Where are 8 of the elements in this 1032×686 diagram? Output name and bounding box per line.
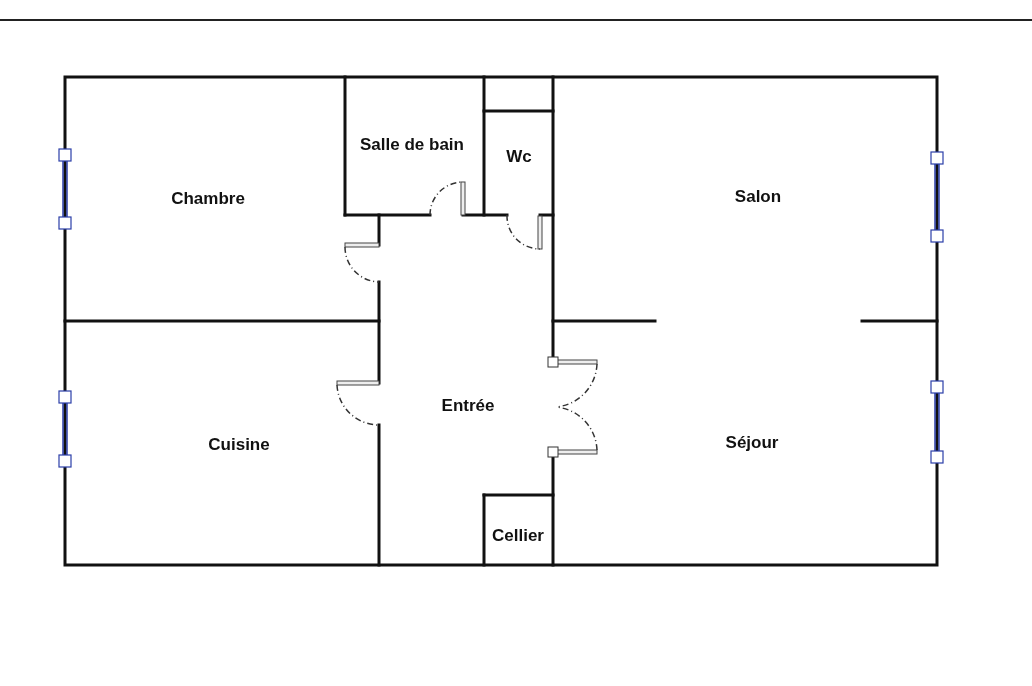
room-label: Chambre — [171, 189, 245, 209]
room-label: Cellier — [492, 526, 544, 546]
room-label: Séjour — [725, 433, 779, 453]
room-label: Wc — [506, 147, 532, 167]
room-label: Salon — [734, 187, 782, 207]
room-label: Cuisine — [208, 435, 270, 455]
room-label: Salle de bain — [360, 135, 464, 155]
room-label: Entrée — [441, 396, 495, 416]
